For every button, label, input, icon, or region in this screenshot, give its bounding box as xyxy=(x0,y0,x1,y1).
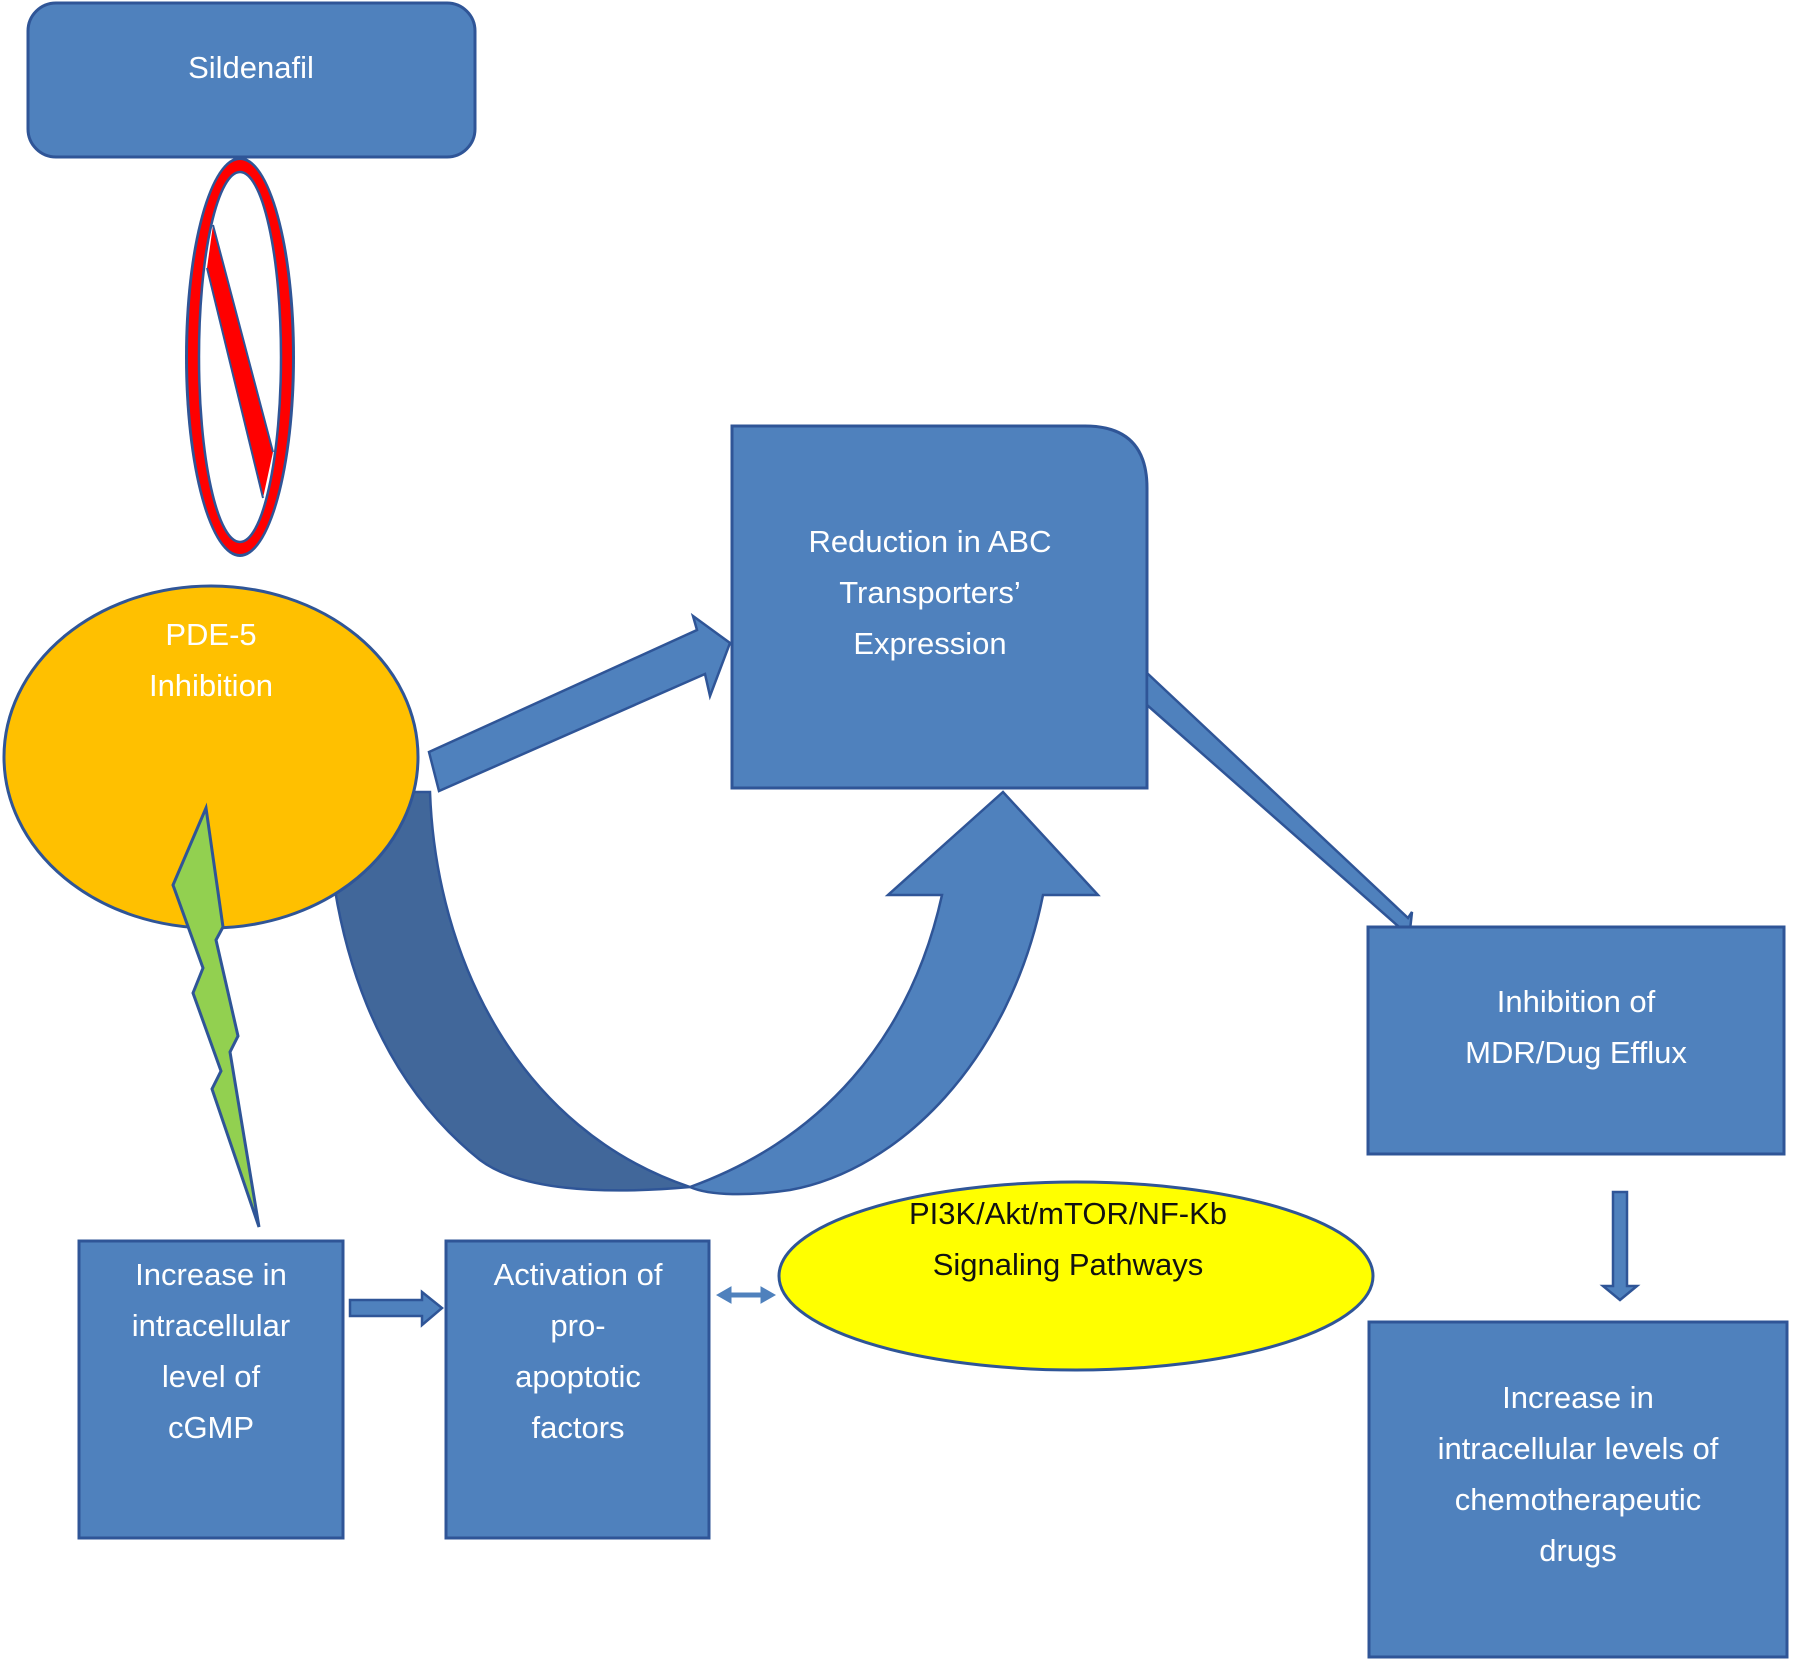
node-abc-label-line: Reduction in ABC xyxy=(809,524,1052,559)
node-sildenafil: Sildenafil xyxy=(26,1,477,159)
node-cgmp-label-line: level of xyxy=(162,1359,261,1394)
node-proapoptotic-label-line: apoptotic xyxy=(515,1359,641,1394)
double-arrow-proapoptotic-pathways xyxy=(715,1286,777,1304)
node-mdr-label-line: MDR/Dug Efflux xyxy=(1465,1035,1687,1070)
node-abc-label: Reduction in ABC Transporters’ Expression xyxy=(809,524,1052,661)
node-chemo-label-line: intracellular levels of xyxy=(1438,1431,1719,1466)
slash-edge xyxy=(206,267,264,499)
node-proapoptotic-label-line: pro- xyxy=(550,1308,605,1343)
node-chemo-label: Increase in intracellular levels of chemot… xyxy=(1438,1380,1719,1568)
node-mdr-label-line: Inhibition of xyxy=(1497,984,1656,1019)
inhibition-symbol xyxy=(185,157,295,557)
node-proapoptotic-label: Activation of pro-apoptotic factors xyxy=(494,1257,663,1445)
node-proapoptotic-label-line: Activation of xyxy=(494,1257,663,1292)
node-cgmp-label-line: cGMP xyxy=(168,1410,254,1445)
node-pathways-label-line: PI3K/Akt/mTOR/NF-Kb xyxy=(909,1196,1227,1231)
curved-arrow-pde5-to-abc xyxy=(324,790,1101,1196)
node-cgmp: Increase in intracellular level of cGMP xyxy=(77,1239,345,1540)
node-abc-label-line: Expression xyxy=(853,626,1006,661)
node-chemo-label-line: chemotherapeutic xyxy=(1455,1482,1701,1517)
arrow-cgmp-to-proapoptotic xyxy=(348,1289,444,1328)
node-pde5-label-line: Inhibition xyxy=(149,668,273,703)
node-proapoptotic: Activation of pro-apoptotic factors xyxy=(444,1239,711,1540)
node-proapoptotic-label-line: factors xyxy=(531,1410,624,1445)
node-abc-label-line: Transporters’ xyxy=(839,575,1020,610)
slash-edge xyxy=(212,224,274,453)
curved-arrow-left-band xyxy=(324,790,691,1192)
node-pde5-label-line: PDE-5 xyxy=(165,617,256,652)
node-cgmp-label-line: Increase in xyxy=(135,1257,287,1292)
node-cgmp-label-line: intracellular xyxy=(132,1308,291,1343)
node-chemo-label-line: drugs xyxy=(1539,1533,1617,1568)
node-mdr: Inhibition of MDR/Dug Efflux xyxy=(1366,925,1786,1156)
curved-arrow-right-band xyxy=(686,790,1101,1196)
node-chemo: Increase in intracellular levels of chemot… xyxy=(1367,1320,1789,1659)
arrow-mdr-to-chemo xyxy=(1599,1190,1641,1302)
node-cgmp-label: Increase in intracellular level of cGMP xyxy=(132,1257,291,1445)
node-sildenafil-label: Sildenafil xyxy=(188,50,314,85)
arrow-abc-to-mdr xyxy=(1145,670,1414,932)
node-mdr-label: Inhibition of MDR/Dug Efflux xyxy=(1465,984,1687,1070)
node-sildenafil-label-line: Sildenafil xyxy=(188,50,314,85)
arrow-pde5-to-abc xyxy=(427,612,732,793)
lightning-bolt-cgmp-to-pde5 xyxy=(171,802,261,1228)
node-chemo-label-line: Increase in xyxy=(1502,1380,1654,1415)
node-abc: Reduction in ABC Transporters’ Expression xyxy=(730,424,1149,790)
node-pathways-label-line: Signaling Pathways xyxy=(933,1247,1204,1282)
inhibition-slash xyxy=(207,225,273,498)
